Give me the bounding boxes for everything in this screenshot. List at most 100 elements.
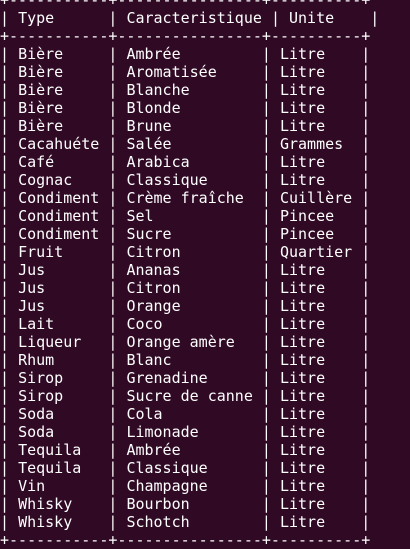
cell-type: Bière	[18, 117, 64, 135]
cell-unite: Litre	[279, 441, 326, 459]
table-row: | Sirop | Sucre de canne | Litre |	[0, 387, 371, 405]
cell-type: Vin	[18, 477, 46, 495]
cell-unite: Litre	[279, 117, 326, 135]
table-row: | Soda | Limonade | Litre |	[0, 423, 371, 441]
cell-caracteristique: Bourbon	[126, 495, 190, 513]
cell-type: Bière	[18, 81, 64, 99]
table-row: | Cacahuéte | Salée | Grammes |	[0, 135, 371, 153]
cell-unite: Litre	[279, 63, 326, 81]
table-row: | Bière | Blanche | Litre |	[0, 81, 371, 99]
table-row: | Sirop | Grenadine | Litre |	[0, 369, 371, 387]
cell-type: Liqueur	[18, 333, 82, 351]
cell-unite: Litre	[279, 297, 326, 315]
table-row: | Cognac | Classique | Litre |	[0, 171, 371, 189]
cell-type: Bière	[18, 63, 64, 81]
table-row: | Lait | Coco | Litre |	[0, 315, 371, 333]
table-row: | Bière | Blonde | Litre |	[0, 99, 371, 117]
table-border-top: +-----------+----------------+----------…	[0, 0, 371, 9]
cell-unite: Pincee	[279, 207, 335, 225]
cell-unite: Litre	[279, 369, 326, 387]
cell-type: Cacahuéte	[18, 135, 100, 153]
cell-caracteristique: Classique	[126, 459, 208, 477]
table-row: | Rhum | Blanc | Litre |	[0, 351, 371, 369]
table-row: | Condiment | Sucre | Pincee |	[0, 225, 371, 243]
cell-unite: Cuillère	[279, 189, 353, 207]
table-row: | Whisky | Schotch | Litre |	[0, 513, 371, 531]
cell-unite: Litre	[279, 45, 326, 63]
cell-caracteristique: Ambrée	[126, 45, 181, 63]
cell-type: Lait	[18, 315, 55, 333]
cell-unite: Litre	[279, 459, 326, 477]
cell-type: Sirop	[18, 387, 64, 405]
cell-unite: Litre	[279, 423, 326, 441]
cell-unite: Litre	[279, 477, 326, 495]
table-row: | Tequila | Classique | Litre |	[0, 459, 371, 477]
cell-caracteristique: Aromatisée	[126, 63, 217, 81]
cell-unite: Litre	[279, 171, 326, 189]
table-row: | Bière | Aromatisée | Litre |	[0, 63, 371, 81]
table-row: | Vin | Champagne | Litre |	[0, 477, 371, 495]
cell-caracteristique: Salée	[126, 135, 172, 153]
header-type: Type	[18, 9, 55, 27]
cell-type: Soda	[18, 423, 55, 441]
cell-type: Jus	[18, 261, 46, 279]
cell-type: Bière	[18, 45, 64, 63]
cell-caracteristique: Grenadine	[126, 369, 208, 387]
cell-caracteristique: Ambrée	[126, 441, 181, 459]
cell-type: Jus	[18, 297, 46, 315]
table-row: | Liqueur | Orange amère | Litre |	[0, 333, 371, 351]
cell-unite: Grammes	[279, 135, 344, 153]
table-row: | Fruit | Citron | Quartier |	[0, 243, 371, 261]
cell-caracteristique: Sucre	[126, 225, 172, 243]
cell-caracteristique: Cola	[126, 405, 163, 423]
cell-caracteristique: Schotch	[126, 513, 190, 531]
header-caracteristique: Caracteristique	[126, 9, 262, 27]
cell-unite: Litre	[279, 81, 326, 99]
cell-type: Condiment	[18, 225, 100, 243]
cell-type: Tequila	[18, 441, 82, 459]
cell-type: Whisky	[18, 495, 73, 513]
cell-caracteristique: Limonade	[126, 423, 199, 441]
cell-unite: Litre	[279, 387, 326, 405]
cell-unite: Litre	[279, 153, 326, 171]
cell-caracteristique: Coco	[126, 315, 163, 333]
cell-unite: Litre	[279, 261, 326, 279]
cell-caracteristique: Ananas	[126, 261, 181, 279]
cell-type: Bière	[18, 99, 64, 117]
cell-unite: Quartier	[279, 243, 353, 261]
table-border-header: +-----------+----------------+----------…	[0, 27, 371, 45]
cell-caracteristique: Arabica	[126, 153, 190, 171]
cell-type: Jus	[18, 279, 46, 297]
cell-unite: Litre	[279, 333, 326, 351]
cell-caracteristique: Brune	[126, 117, 172, 135]
cell-caracteristique: Crème fraîche	[126, 189, 244, 207]
table-row: | Whisky | Bourbon | Litre |	[0, 495, 371, 513]
cell-caracteristique: Sucre de canne	[126, 387, 253, 405]
cell-caracteristique: Orange	[126, 297, 181, 315]
cell-caracteristique: Blonde	[126, 99, 181, 117]
cell-type: Sirop	[18, 369, 64, 387]
cell-unite: Litre	[279, 405, 326, 423]
table-row: | Jus | Citron | Litre |	[0, 279, 371, 297]
cell-unite: Litre	[279, 513, 326, 531]
cell-caracteristique: Citron	[126, 243, 181, 261]
table-row: | Bière | Ambrée | Litre |	[0, 45, 371, 63]
cell-caracteristique: Blanc	[126, 351, 172, 369]
cell-unite: Pincee	[279, 225, 335, 243]
header-unite: Unite	[289, 9, 335, 27]
table-row: | Café | Arabica | Litre |	[0, 153, 371, 171]
table-row: | Tequila | Ambrée | Litre |	[0, 441, 371, 459]
cell-type: Rhum	[18, 351, 55, 369]
table-row: | Jus | Orange | Litre |	[0, 297, 371, 315]
cell-unite: Litre	[279, 351, 326, 369]
cell-unite: Litre	[279, 495, 326, 513]
cell-caracteristique: Citron	[126, 279, 181, 297]
table-row: | Condiment | Sel | Pincee |	[0, 207, 371, 225]
cell-caracteristique: Orange amère	[126, 333, 235, 351]
cell-type: Tequila	[18, 459, 82, 477]
cell-type: Soda	[18, 405, 55, 423]
table-row: | Bière | Brune | Litre |	[0, 117, 371, 135]
table-row: | Soda | Cola | Litre |	[0, 405, 371, 423]
